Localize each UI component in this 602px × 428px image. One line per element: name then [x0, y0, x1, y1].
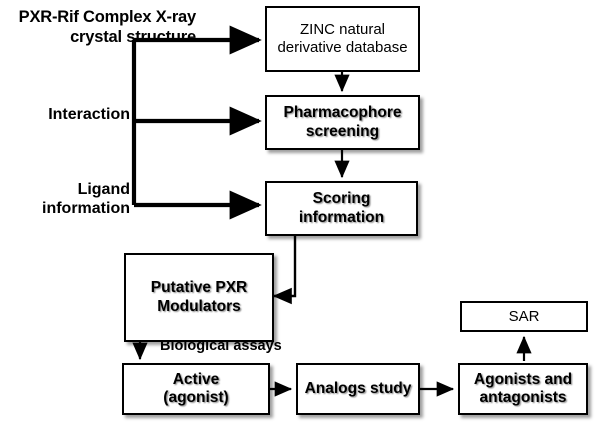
node-putative-pxr-modulators[interactable]: Putative PXR Modulators: [124, 253, 274, 342]
node-pharmacophore-screening[interactable]: Pharmacophore screening: [265, 95, 420, 150]
node-label: Scoring information: [298, 190, 385, 226]
node-analogs-study[interactable]: Analogs study: [296, 363, 420, 415]
edge-scoring-to-putative: [272, 236, 297, 305]
node-label: SAR: [508, 307, 540, 325]
edge-label-biological-assays: Biological assays: [160, 338, 282, 354]
input-label-pxr-rif-complex: PXR-Rif Complex X-ray crystal structure: [18, 8, 197, 46]
node-agonists-and-antagonists[interactable]: Agonists and antagonists: [458, 363, 588, 415]
node-active-agonist[interactable]: Active (agonist): [122, 363, 270, 415]
input-label-interaction: Interaction: [48, 106, 130, 123]
node-sar[interactable]: SAR: [460, 301, 588, 332]
input-label-ligand-information: Ligand information: [42, 181, 130, 218]
node-label: Analogs study: [304, 379, 412, 397]
node-label: ZINC natural derivative database: [277, 21, 408, 56]
node-label: Putative PXR Modulators: [150, 279, 248, 315]
node-zinc-natural-derivative-database[interactable]: ZINC natural derivative database: [265, 6, 420, 72]
node-label: Active (agonist): [163, 370, 229, 406]
node-label: Pharmacophore screening: [283, 104, 402, 140]
node-label: Agonists and antagonists: [473, 370, 573, 406]
node-scoring-information[interactable]: Scoring information: [265, 181, 418, 236]
